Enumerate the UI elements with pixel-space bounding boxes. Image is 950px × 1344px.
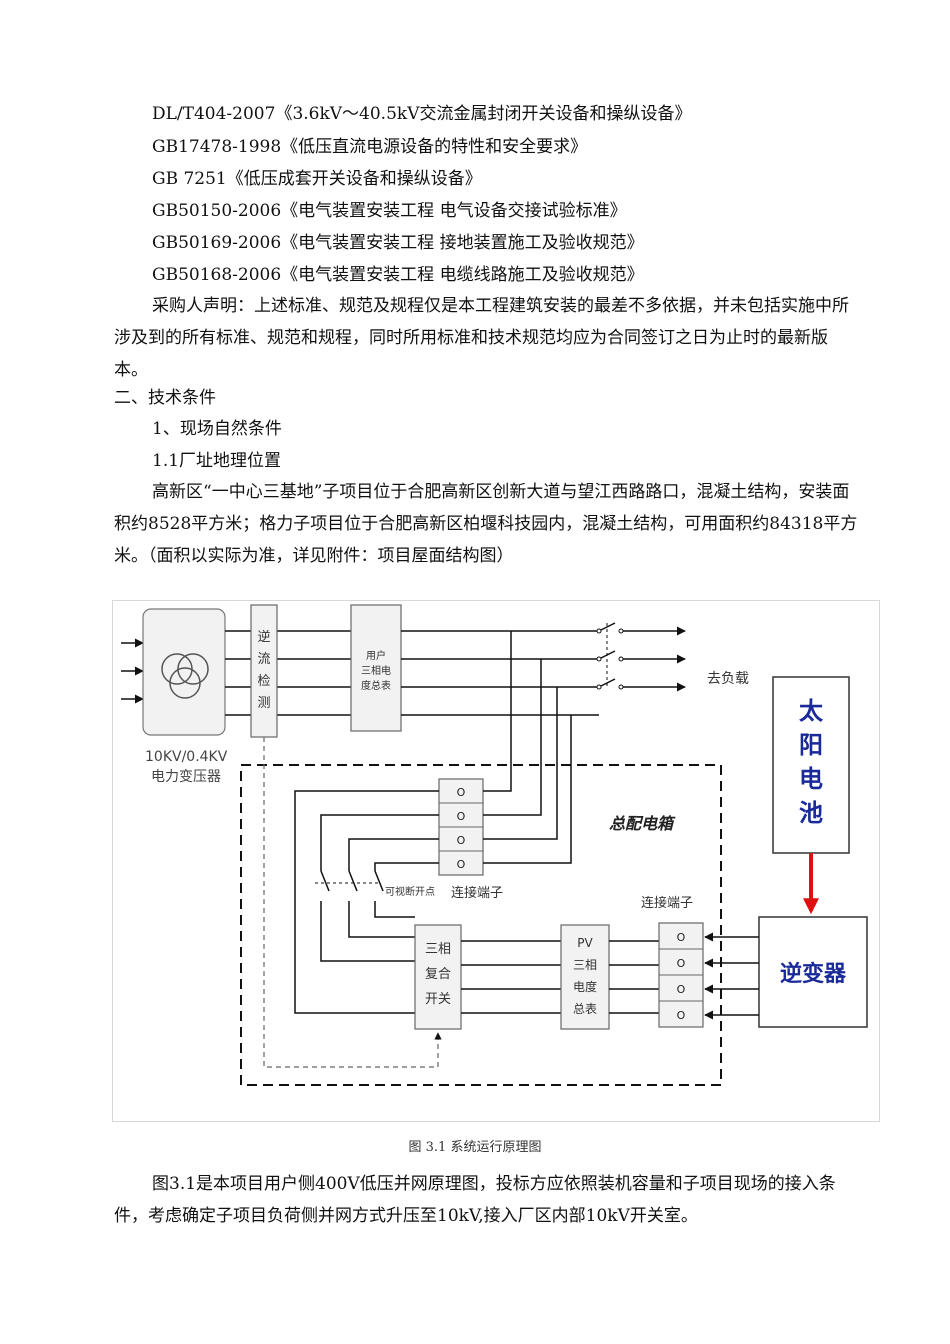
terminal-mark: O — [677, 957, 686, 970]
terminal-mark: O — [457, 810, 466, 823]
terminal-mark: O — [677, 1009, 686, 1022]
user-meter-label: 用户 — [366, 649, 386, 662]
closing-paragraph: 图3.1是本项目用户侧400V低压并网原理图，投标方应依照装机容量和子项目现场的… — [114, 1174, 836, 1226]
terminal-block-upper: O O O O — [438, 778, 484, 876]
composite-switch-label: 复合 — [425, 967, 451, 982]
terminal-label-upper: 连接端子 — [451, 885, 503, 901]
reverse-flow-char: 检 — [257, 674, 270, 689]
main-box-label: 总配电箱 — [609, 814, 676, 833]
terminal-label-lower: 连接端子 — [641, 895, 693, 911]
terminal-mark: O — [677, 931, 686, 944]
terminal-mark: O — [677, 983, 686, 996]
terminal-mark: O — [457, 786, 466, 799]
solar-char: 阳 — [799, 731, 823, 759]
pv-meter-label: PV — [577, 936, 593, 950]
solar-char: 电 — [799, 765, 823, 793]
main-box-outline — [240, 764, 722, 1086]
inverter-label: 逆变器 — [780, 961, 847, 987]
pv-meter-label: 电度 — [573, 979, 597, 994]
solar-cell-box — [772, 676, 850, 854]
solar-char: 池 — [799, 799, 823, 827]
site-paragraph: 高新区“一中心三基地”子项目位于合肥高新区创新大道与望江西路路口，混凝土结构，安… — [114, 482, 858, 566]
subsection-title: 1、现场自然条件 — [152, 419, 282, 439]
terminal-mark: O — [457, 858, 466, 871]
standard-item: GB50168-2006《电气装置安装工程 电缆线路施工及验收规范》 — [152, 265, 644, 285]
user-meter-label: 三相电 — [361, 664, 391, 677]
figure-caption: 图 3.1 系统运行原理图 — [408, 1140, 542, 1155]
control-signal-line — [263, 737, 442, 1068]
terminal-lines — [609, 940, 659, 1014]
standard-item: GB50169-2006《电气装置安装工程 接地装置施工及验收规范》 — [152, 233, 644, 253]
system-diagram: 10KV/0.4KV 电力变压器 逆 流 检 测 用户 三相电 度总表 — [121, 604, 868, 1086]
user-meter-label: 度总表 — [361, 679, 391, 692]
incoming-lines — [121, 638, 144, 704]
figure-frame: 10KV/0.4KV 电力变压器 逆 流 检 测 用户 三相电 度总表 — [112, 600, 880, 1122]
declaration-paragraph: 采购人声明：上述标准、规范及规程仅是本工程建筑安装的最差不多依据，并未包括实施中… — [114, 296, 849, 380]
busbar-lines — [225, 630, 351, 716]
reverse-flow-char: 逆 — [257, 629, 270, 645]
composite-switch-box — [414, 924, 462, 1030]
terminal-mark: O — [457, 834, 466, 847]
user-meter-box — [350, 604, 402, 732]
composite-switch-label: 三相 — [425, 942, 451, 957]
reverse-flow-box — [250, 604, 278, 738]
transformer-box — [142, 608, 226, 736]
standard-item: GB17478-1998《低压直流电源设备的特性和安全要求》 — [152, 137, 588, 157]
reverse-flow-char: 测 — [257, 696, 270, 711]
load-lines — [401, 622, 686, 716]
transformer-rating: 10KV/0.4KV — [145, 749, 228, 765]
pv-lines — [461, 940, 561, 1014]
standard-item: GB50150-2006《电气装置安装工程 电气设备交接试验标准》 — [152, 201, 627, 221]
switch-contacts — [596, 628, 624, 690]
switch-feed-lines — [294, 790, 439, 1014]
visible-break-label: 可视断开点 — [385, 885, 435, 898]
pv-meter-label: 总表 — [573, 1002, 597, 1016]
section-title: 二、技术条件 — [114, 388, 216, 408]
transformer-icon — [161, 653, 209, 699]
standard-item: DL/T404-2007《3.6kV～40.5kV交流金属封闭开关设备和操纵设备… — [152, 104, 692, 124]
inverter-box — [758, 916, 868, 1028]
reverse-flow-char: 流 — [257, 652, 270, 667]
transformer-label: 电力变压器 — [151, 769, 221, 785]
solar-char: 太 — [799, 697, 824, 725]
pv-meter-label: 三相 — [573, 958, 597, 972]
to-load-label: 去负载 — [707, 671, 749, 687]
subsubsection-title: 1.1厂址地理位置 — [152, 451, 282, 471]
pv-meter-box — [560, 924, 610, 1030]
tap-lines — [483, 631, 572, 864]
inverter-output-lines — [704, 932, 759, 1020]
terminal-block-lower: O O O O — [658, 922, 704, 1028]
composite-switch-label: 开关 — [425, 992, 451, 1007]
standard-item: GB 7251《低压成套开关设备和操纵设备》 — [152, 169, 482, 189]
